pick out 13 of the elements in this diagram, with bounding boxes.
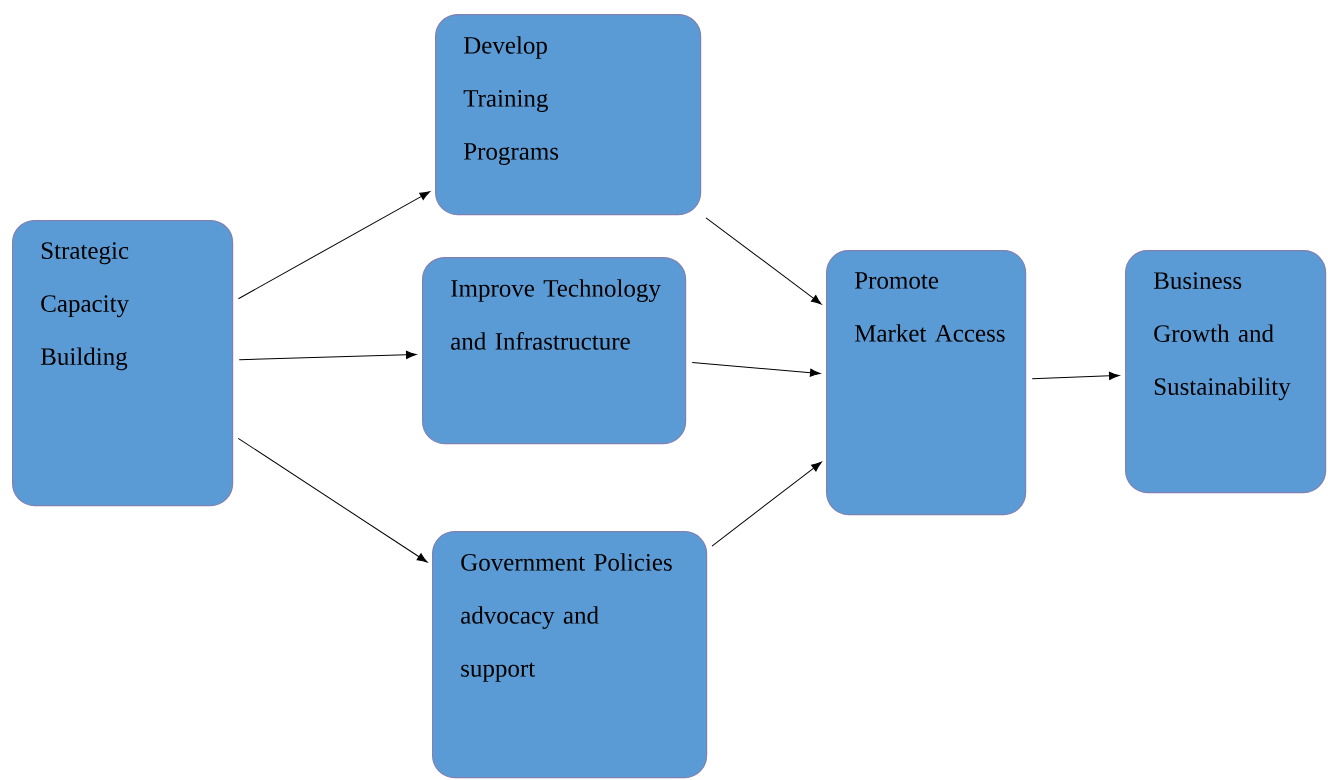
arrow [1031,371,1120,380]
arrow [691,362,821,377]
arrow [237,437,428,563]
process-box: Promote Market Access [826,250,1027,516]
arrow [238,350,417,361]
process-box: Develop Training Programs [435,14,702,216]
process-box: Government Policies advocacy and support [432,531,708,779]
process-box: Improve Technology and Infrastructure [422,257,687,445]
process-box: Strategic Capacity Building [12,220,234,507]
arrow [237,191,431,300]
process-box: Business Growth and Sustainability [1125,250,1327,494]
arrow [705,217,822,305]
arrow [711,461,822,547]
